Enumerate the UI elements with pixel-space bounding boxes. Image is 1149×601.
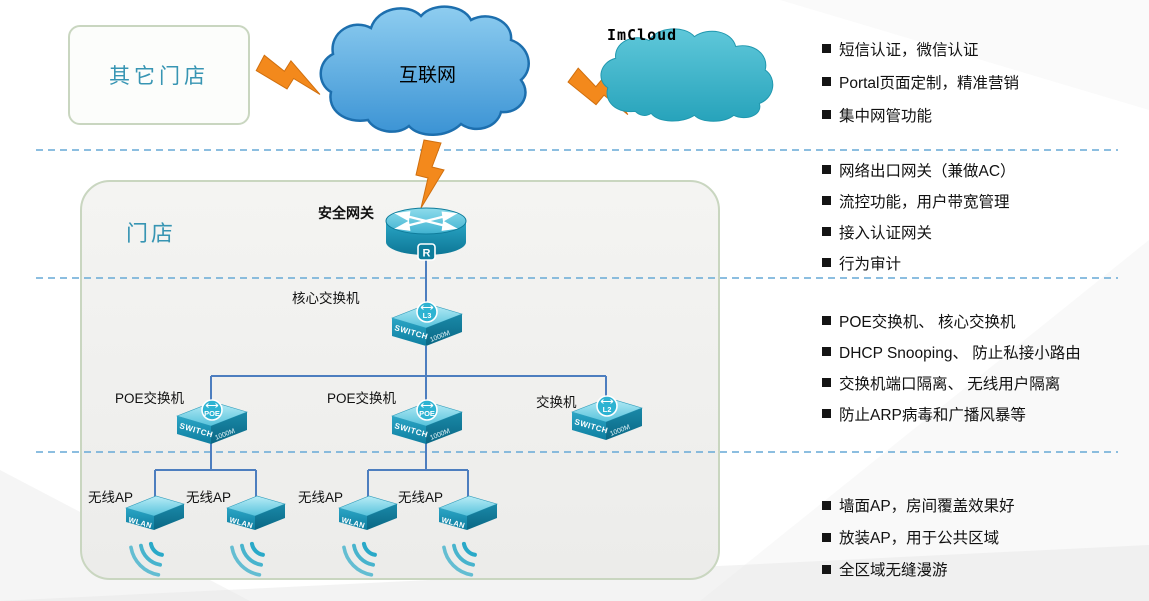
note-text: 集中网管功能: [839, 107, 933, 125]
ap-1-icon: WLAN: [125, 495, 185, 530]
note-text: 流控功能，用户带宽管理: [839, 193, 1010, 211]
list-item: Portal页面定制，精准营销: [822, 65, 1019, 98]
imcloud-label: ImCloud: [607, 26, 678, 44]
list-item: 网络出口网关（兼做AC）: [822, 154, 1016, 185]
note-text: 短信认证，微信认证: [839, 41, 979, 59]
list-item: 交换机端口隔离、 无线用户隔离: [822, 367, 1081, 398]
note-text: 交换机端口隔离、 无线用户隔离: [839, 375, 1061, 393]
note-group-gateway-features: 网络出口网关（兼做AC） 流控功能，用户带宽管理 接入认证网关 行为审计: [822, 154, 1016, 278]
bullet-icon: [822, 44, 831, 53]
switch-badge-text: POE: [419, 409, 435, 418]
imcloud-icon: [600, 28, 774, 122]
note-text: 行为审计: [839, 255, 902, 273]
bullet-icon: [822, 409, 831, 418]
bullet-icon: [822, 196, 831, 205]
switch-badge-text: L3: [423, 311, 432, 320]
l2-switch-label: 交换机: [536, 395, 577, 410]
bullet-icon: [822, 165, 831, 174]
poe-switch-1-icon: SWITCH 1000M POE: [176, 399, 248, 444]
note-text: DHCP Snooping、 防止私接小路由: [839, 344, 1081, 362]
list-item: 接入认证网关: [822, 216, 1016, 247]
list-item: 全区域无缝漫游: [822, 553, 1015, 585]
zone-other-stores-label: 其它门店: [109, 65, 209, 88]
ap-4-label: 无线AP: [398, 490, 444, 505]
bullet-icon: [822, 532, 831, 542]
bullet-icon: [822, 77, 831, 86]
router-badge: R: [423, 248, 431, 260]
note-group-cloud-features: 短信认证，微信认证 Portal页面定制，精准营销 集中网管功能: [822, 32, 1019, 131]
list-item: POE交换机、 核心交换机: [822, 305, 1081, 336]
bullet-icon: [822, 258, 831, 267]
bullet-icon: [822, 227, 831, 236]
note-group-ap-features: 墙面AP，房间覆盖效果好 放装AP，用于公共区域 全区域无缝漫游: [822, 489, 1015, 585]
list-item: 墙面AP，房间覆盖效果好: [822, 489, 1015, 521]
poe-switch-1-label: POE交换机: [115, 391, 185, 406]
bullet-icon: [822, 564, 831, 574]
note-group-switch-features: POE交换机、 核心交换机 DHCP Snooping、 防止私接小路由 交换机…: [822, 305, 1081, 429]
wifi-signal-icon: [129, 541, 164, 577]
list-item: 防止ARP病毒和广播风暴等: [822, 398, 1081, 429]
note-text: 网络出口网关（兼做AC）: [839, 162, 1016, 180]
wifi-signal-icon: [342, 541, 377, 577]
network-links: [154, 260, 607, 505]
note-text: 墙面AP，房间覆盖效果好: [839, 498, 1015, 515]
note-text: 防止ARP病毒和广播风暴等: [839, 406, 1026, 424]
ap-3-label: 无线AP: [298, 490, 344, 505]
switch-badge-text: L2: [603, 405, 612, 414]
zone-store-label: 门店: [126, 221, 177, 246]
list-item: 放装AP，用于公共区域: [822, 521, 1015, 553]
list-item: 流控功能，用户带宽管理: [822, 185, 1016, 216]
list-item: 行为审计: [822, 247, 1016, 278]
bullet-icon: [822, 500, 831, 510]
note-text: 接入认证网关: [839, 224, 933, 242]
internet-cloud-label: 互联网: [398, 65, 456, 86]
note-text: Portal页面定制，精准营销: [839, 74, 1019, 92]
poe-switch-2-label: POE交换机: [327, 391, 397, 406]
list-item: 短信认证，微信认证: [822, 32, 1019, 65]
core-switch-label: 核心交换机: [292, 291, 360, 306]
wifi-signal-icon: [442, 541, 477, 577]
poe-switch-2-icon: SWITCH 1000M POE: [391, 399, 463, 444]
bullet-icon: [822, 316, 831, 325]
ap-1-label: 无线AP: [88, 490, 134, 505]
switch-badge-text: POE: [204, 409, 220, 418]
zone-other-stores: 其它门店: [68, 25, 250, 125]
list-item: 集中网管功能: [822, 98, 1019, 131]
ap-2-icon: WLAN: [226, 495, 286, 530]
note-text: POE交换机、 核心交换机: [839, 313, 1016, 331]
ap-2-label: 无线AP: [186, 490, 232, 505]
note-text: 全区域无缝漫游: [839, 562, 948, 579]
bullet-icon: [822, 378, 831, 387]
router-icon: R: [385, 207, 467, 261]
ap-3-icon: WLAN: [338, 495, 398, 530]
ap-4-icon: WLAN: [438, 495, 498, 530]
l2-switch-icon: SWITCH 1000M L2: [571, 395, 643, 440]
list-item: DHCP Snooping、 防止私接小路由: [822, 336, 1081, 367]
internet-cloud-icon: [319, 5, 530, 136]
note-text: 放装AP，用于公共区域: [839, 530, 1000, 547]
wifi-signal-icon: [230, 541, 265, 577]
gateway-label: 安全网关: [318, 205, 374, 221]
core-switch-icon: SWITCH 1000M L3: [391, 301, 463, 346]
bullet-icon: [822, 347, 831, 356]
bullet-icon: [822, 110, 831, 119]
